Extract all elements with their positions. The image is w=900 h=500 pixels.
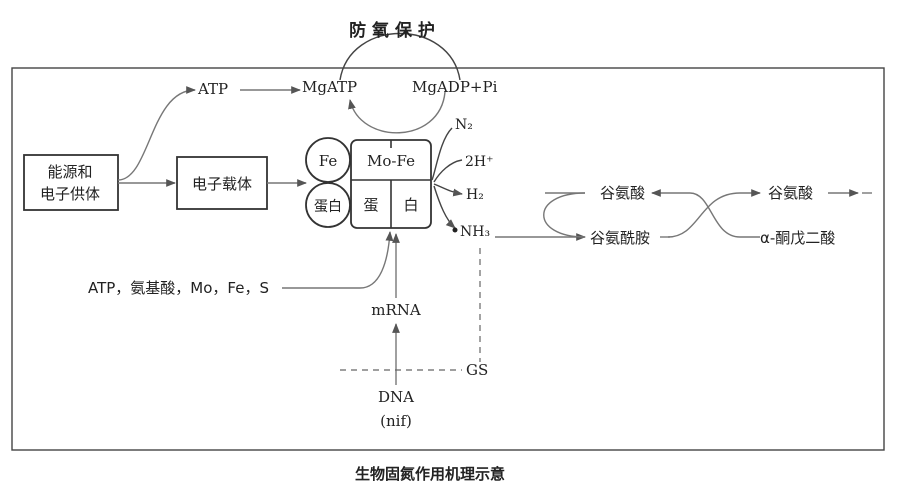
glutamate-cycle-arc <box>543 192 586 238</box>
glutamine-label: 谷氨酰胺 <box>590 229 650 247</box>
atp-top-label: ATP <box>197 80 228 98</box>
mgadp-label: MgADP+Pi <box>412 78 498 96</box>
nh3-label: NH₃ <box>460 224 490 240</box>
mgatp-label: MgATP <box>302 78 357 96</box>
mrna-label: mRNA <box>371 301 421 319</box>
h2-arrow <box>433 183 463 197</box>
gs-label: GS <box>466 361 488 379</box>
inputs-to-protein-arrow <box>282 231 394 289</box>
ketoglutarate-label: α-酮戊二酸 <box>760 229 835 247</box>
protein-mid-label: 蛋 <box>363 196 378 214</box>
nh3-dot <box>452 227 458 233</box>
nh3-arrow <box>433 185 456 229</box>
h-plus-label: 2H⁺ <box>465 154 494 170</box>
energy-donor-line1: 能源和 <box>47 163 92 181</box>
arc-title: 防 氧 保 护 <box>349 20 435 41</box>
synthesis-inputs-label: ATP，氨基酸，Mo，Fe，S <box>88 279 269 297</box>
h-plus-curve <box>433 159 463 183</box>
dna-label: DNA <box>378 388 414 406</box>
glutamic-acid-1: 谷氨酸 <box>600 184 645 202</box>
nif-label: (nif) <box>380 412 412 430</box>
n2-label: N₂ <box>455 117 473 133</box>
regeneration-arc <box>348 91 446 134</box>
fe-protein-circle-top <box>305 137 351 183</box>
protection-arc <box>339 32 461 81</box>
outer-frame <box>11 67 885 451</box>
mofe-label: Mo-Fe <box>367 152 415 170</box>
energy-to-atp-arrow <box>117 86 196 181</box>
cross-arc-upper <box>689 192 741 238</box>
fe-protein-circle-bottom <box>305 182 351 228</box>
electron-carrier-box <box>176 156 268 210</box>
protein-left-label: 蛋白 <box>314 199 342 215</box>
energy-donor-line2: 电子供体 <box>40 185 100 203</box>
n2-curve <box>431 127 453 181</box>
fe-label: Fe <box>319 152 338 170</box>
electron-carrier-label: 电子载体 <box>192 175 252 193</box>
h2-label: H₂ <box>466 187 484 203</box>
caption: 生物固氮作用机理示意 <box>355 465 505 483</box>
protein-right-label: 白 <box>403 196 418 214</box>
glutamic-acid-2: 谷氨酸 <box>768 184 813 202</box>
cross-arc-lower <box>667 192 741 238</box>
